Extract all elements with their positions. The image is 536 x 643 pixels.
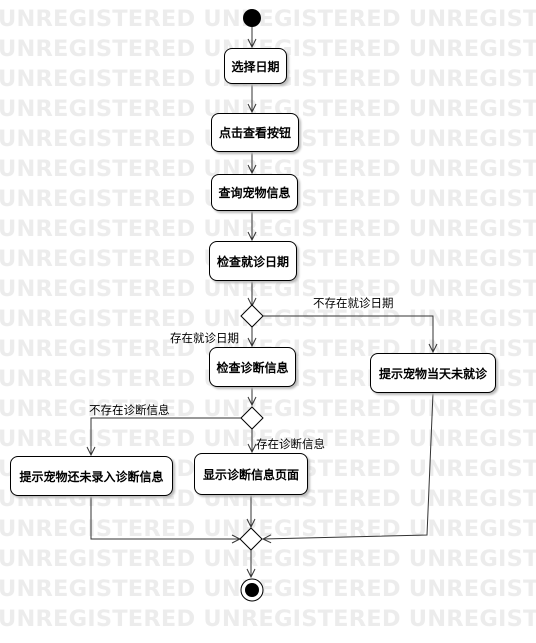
guard-visit-exist: 存在就诊日期 <box>170 331 239 345</box>
node-query-pet-info: 查询宠物信息 <box>211 174 298 211</box>
node-check-visit-date: 检查就诊日期 <box>209 241 297 281</box>
edge-decision-to-prompt-no-diagnosis <box>91 417 241 455</box>
decision-diagnosis <box>240 406 264 430</box>
node-prompt-no-visit: 提示宠物当天未就诊 <box>370 353 496 393</box>
merge-node <box>239 527 263 551</box>
guard-diagnosis-not-exist: 不存在诊断信息 <box>89 403 170 417</box>
node-show-diagnosis-page: 显示诊断信息页面 <box>194 453 308 495</box>
node-check-diagnosis: 检查诊断信息 <box>209 347 296 387</box>
node-select-date: 选择日期 <box>224 48 287 84</box>
edge-decision-to-prompt-no-visit <box>263 315 433 352</box>
node-click-view-button: 点击查看按钮 <box>211 113 299 152</box>
final-node <box>245 583 259 597</box>
guard-diagnosis-exist: 存在诊断信息 <box>256 437 325 451</box>
edge-prompt-no-diagnosis-to-merge <box>90 496 240 539</box>
decision-visit-date <box>240 304 264 328</box>
guard-visit-not-exist: 不存在就诊日期 <box>313 296 394 310</box>
initial-node <box>243 9 261 27</box>
edge-prompt-no-visit-to-merge <box>263 392 434 539</box>
node-prompt-no-diagnosis: 提示宠物还未录入诊断信息 <box>10 456 173 496</box>
